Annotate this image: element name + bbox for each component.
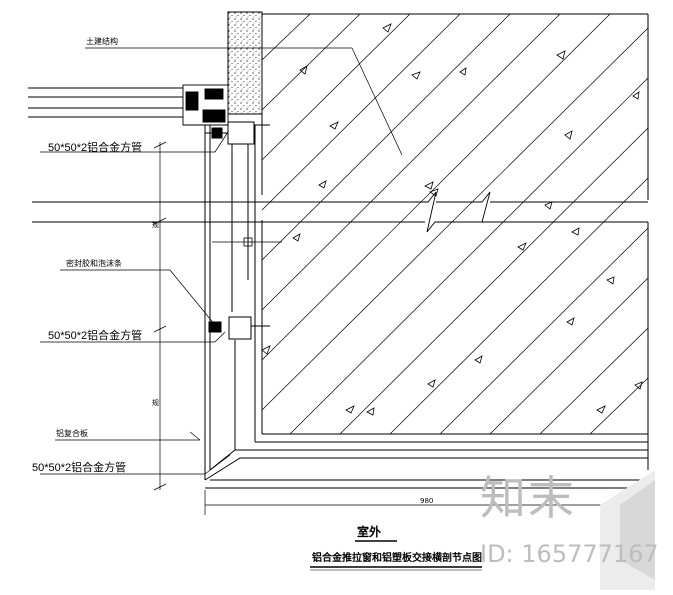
watermark-brand: 知末: [480, 471, 576, 525]
panel-vertical: [204, 125, 249, 480]
label-civil-structure: 土建结构: [86, 37, 118, 46]
break-line: [32, 191, 648, 233]
label-composite-panel: 铝复合板: [56, 429, 88, 438]
center-marker: [212, 237, 282, 247]
dimension-upper: 规: [152, 221, 159, 229]
aggregate-marks: [261, 23, 643, 416]
label-tube-mid: 50*50*2铝合金方管: [48, 330, 143, 342]
title-rules: [310, 540, 482, 571]
panel-bottom: [204, 449, 648, 489]
drawing-subtitle: 铝合金推拉窗和铝塑板交接横剖节点图: [312, 553, 482, 564]
vertical-dimension: [153, 141, 167, 491]
watermark-id: ID: 165777167: [480, 540, 659, 568]
stippled-wall: [227, 11, 263, 115]
label-tube-top: 50*50*2铝合金方管: [48, 142, 143, 154]
label-tube-bottom: 50*50*2铝合金方管: [32, 462, 127, 474]
watermark-mark: [600, 470, 655, 590]
dimension-lower: 规: [152, 399, 159, 407]
tube-mid: [208, 316, 270, 340]
concrete-structure: [254, 13, 649, 470]
tube-top: [205, 121, 255, 145]
drawing-title: 室外: [357, 525, 382, 539]
sliding-window: [28, 84, 270, 126]
dimension-width: 980: [420, 497, 434, 505]
concrete-hatch: [261, 14, 648, 434]
label-sealant: 密封胶和泡沫条: [66, 259, 122, 268]
label-leaders: [40, 131, 231, 475]
